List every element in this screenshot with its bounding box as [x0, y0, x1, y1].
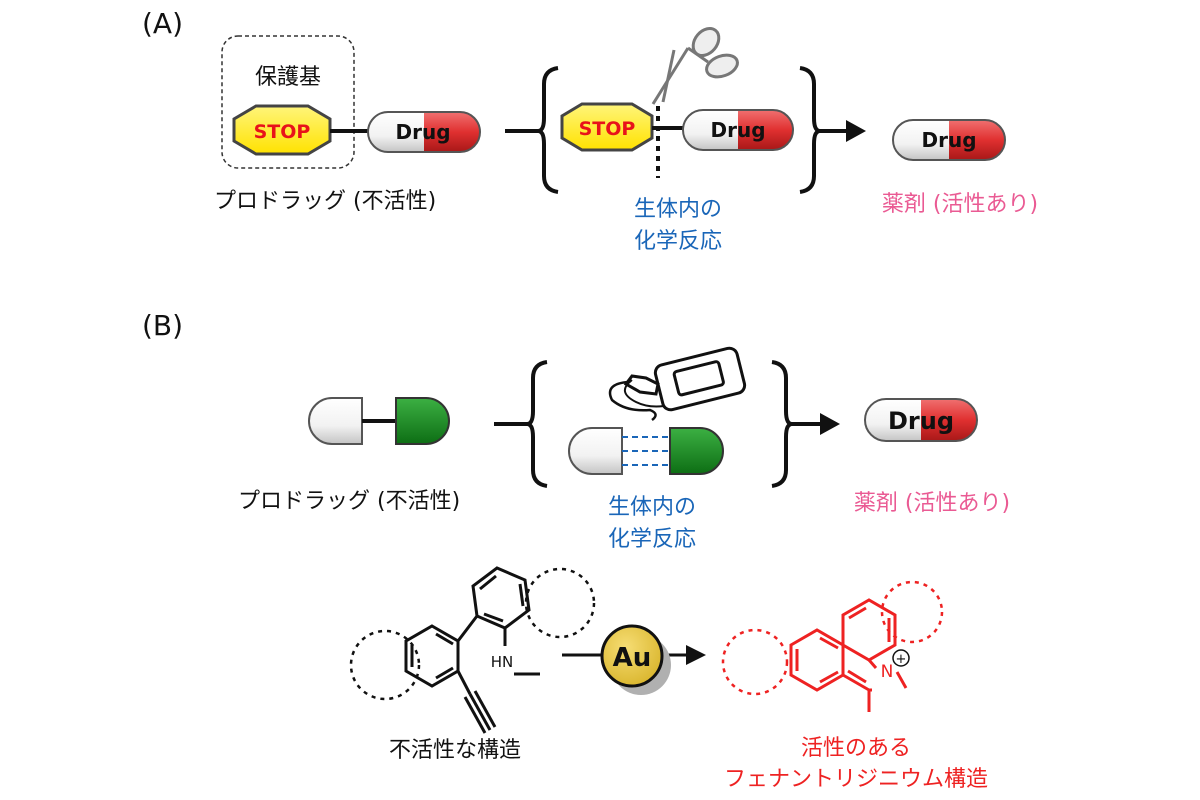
panel-a-label: (A) [142, 7, 183, 40]
gold-catalyst-icon [600, 624, 664, 688]
reaction-caption-line1: 生体内の [608, 495, 696, 520]
glue-bottle-icon [608, 346, 747, 421]
product-caption: 薬剤 (活性あり) [882, 192, 1038, 217]
charge-label: + [896, 652, 907, 667]
fused-ring-placeholder [721, 628, 789, 696]
panel-b-label: (B) [142, 309, 183, 342]
drug-label: Drug [921, 128, 976, 152]
left-bracket [537, 66, 559, 194]
product-caption-line1: 活性のある [801, 736, 911, 761]
left-bracket [526, 360, 548, 488]
split-capsule-icon [568, 427, 724, 475]
scissors-icon [651, 27, 739, 105]
drug-capsule-icon [367, 111, 481, 153]
drug-label: Drug [888, 407, 954, 435]
catalyst-label: Au [613, 643, 652, 673]
protecting-group-box [221, 35, 355, 169]
prodrug-caption: プロドラッグ (不活性) [214, 189, 436, 214]
positive-charge-icon [892, 649, 910, 667]
reaction-caption-line2: 化学反応 [608, 527, 696, 552]
stop-sign-text: STOP [254, 121, 311, 143]
right-bracket [799, 66, 821, 194]
right-bracket [771, 360, 793, 488]
prodrug-caption: プロドラッグ (不活性) [238, 489, 460, 514]
drug-label: Drug [395, 120, 450, 144]
fused-ring-placeholder [880, 580, 944, 644]
nitrogen-label: N [881, 662, 894, 682]
fused-ring-placeholder [349, 629, 421, 701]
reactant-structure [349, 566, 596, 734]
drug-label: Drug [710, 118, 765, 142]
reaction-caption-line2: 化学反応 [634, 229, 722, 254]
stop-sign-text: STOP [579, 118, 636, 140]
drug-capsule-icon [892, 119, 1006, 161]
stop-sign-icon [560, 102, 654, 152]
product-caption-line2: フェナントリジニウム構造 [724, 767, 988, 792]
arrow-head [686, 645, 706, 665]
drug-capsule-icon [682, 109, 794, 151]
amine-label: HN [491, 653, 514, 671]
protecting-group-label: 保護基 [255, 65, 321, 90]
drug-capsule-icon [864, 398, 978, 442]
product-structure [721, 580, 944, 712]
split-capsule-icon [308, 397, 450, 445]
product-caption: 薬剤 (活性あり) [854, 491, 1010, 516]
arrow-head [820, 413, 840, 435]
reaction-caption-line1: 生体内の [634, 197, 722, 222]
stop-sign-icon [232, 104, 332, 156]
arrow-head [846, 120, 866, 142]
reactant-caption: 不活性な構造 [389, 738, 521, 763]
fused-ring-placeholder [524, 567, 596, 639]
